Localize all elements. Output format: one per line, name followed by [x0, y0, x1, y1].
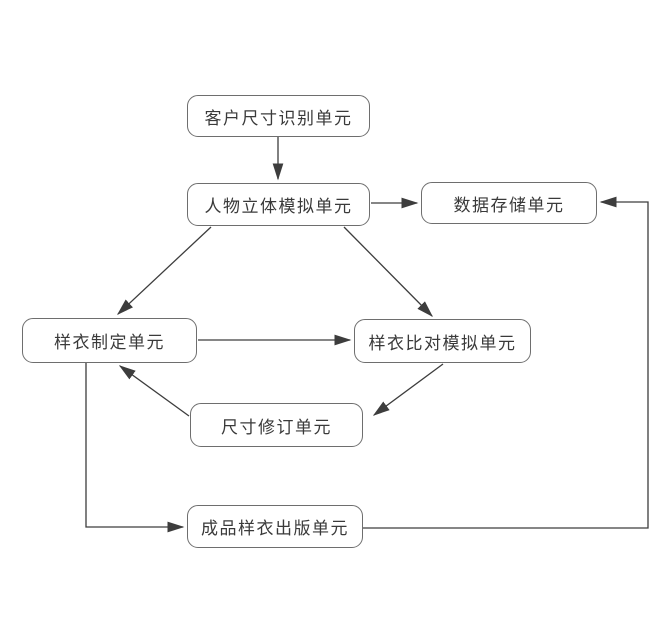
node-sample-comparison-simulation-label: 样衣比对模拟单元 [368, 333, 517, 353]
edge-figure-to-comparison-arrow [343, 226, 433, 318]
node-sample-comparison-simulation: 样衣比对模拟单元 [354, 319, 531, 363]
edge-publishing-to-storage-arrow [363, 196, 649, 529]
edge-figure-to-sample-formulation-arrow [116, 226, 212, 315]
edge-formulation-to-publishing-arrow [85, 363, 185, 533]
node-data-storage: 数据存储单元 [421, 182, 597, 224]
node-sample-formulation: 样衣制定单元 [22, 318, 197, 363]
node-size-revision-label: 尺寸修订单元 [221, 417, 332, 437]
node-customer-size-recognition-label: 客户尺寸识别单元 [204, 108, 353, 128]
node-sample-formulation-label: 样衣制定单元 [54, 333, 165, 352]
node-figure-3d-simulation-label: 人物立体模拟单元 [204, 197, 353, 216]
node-figure-3d-simulation: 人物立体模拟单元 [187, 183, 370, 226]
node-finished-sample-publishing: 成品样衣出版单元 [187, 505, 363, 548]
node-size-revision: 尺寸修订单元 [190, 403, 363, 447]
edge-revision-to-formulation-arrow [118, 365, 190, 417]
node-data-storage-label: 数据存储单元 [453, 195, 565, 215]
node-customer-size-recognition: 客户尺寸识别单元 [187, 95, 370, 137]
node-finished-sample-publishing-label: 成品样衣出版单元 [201, 519, 349, 538]
edge-comparison-to-revision-arrow [372, 363, 444, 416]
